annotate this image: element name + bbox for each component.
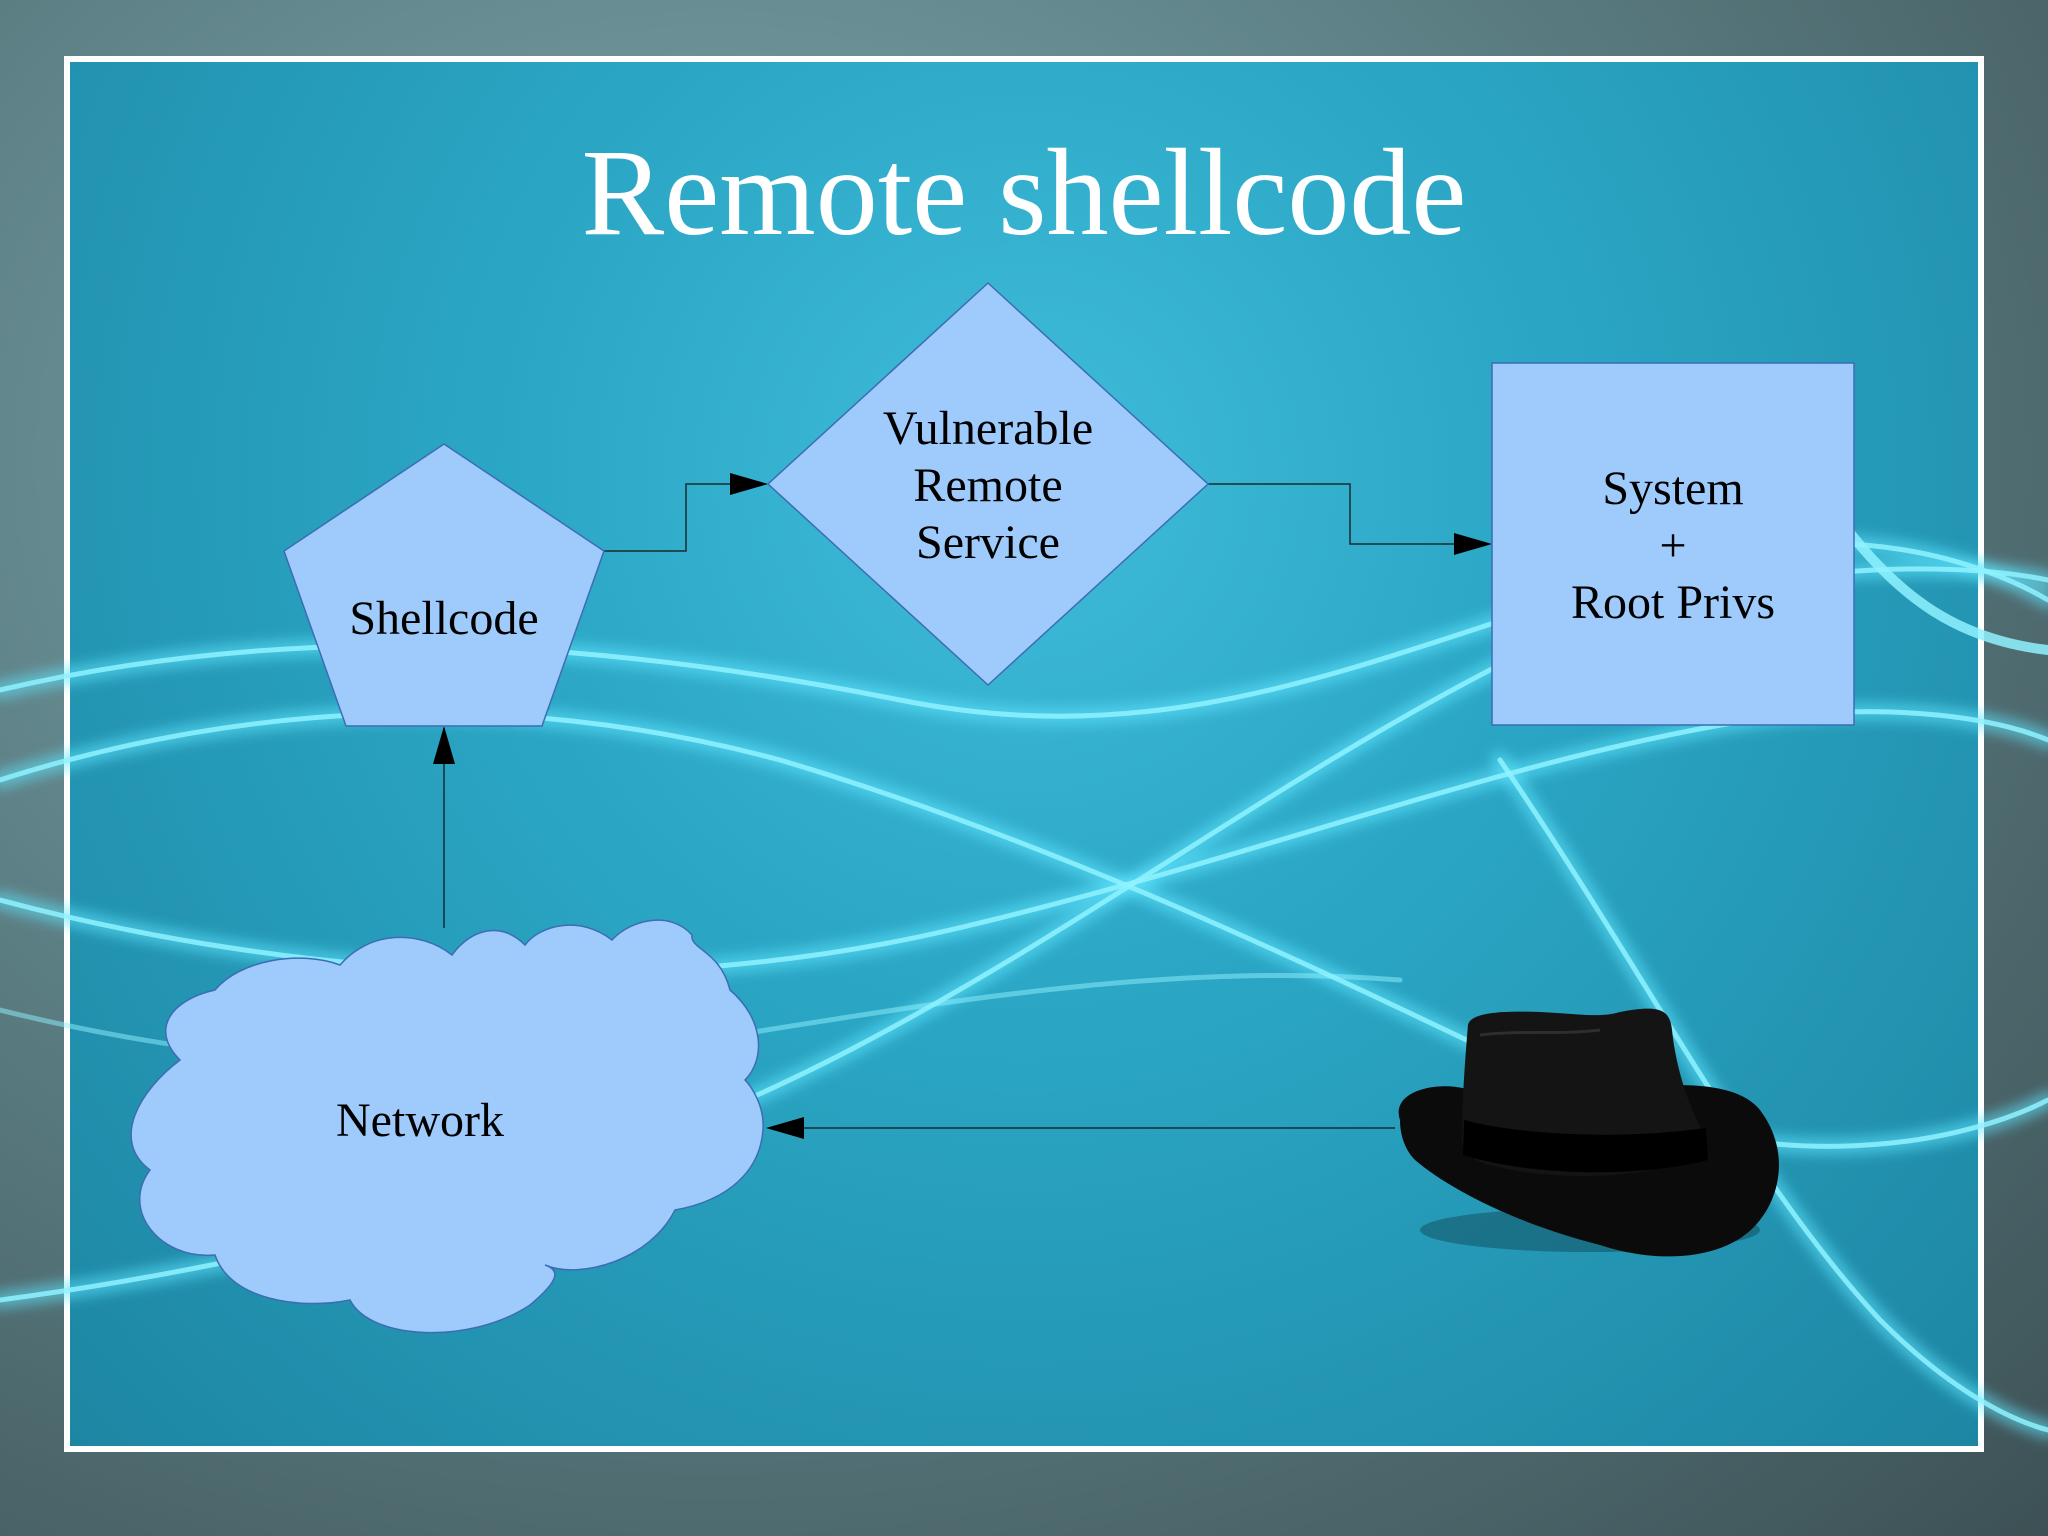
- shellcode-pentagon: [283, 443, 605, 727]
- network-label: Network: [336, 1094, 504, 1147]
- network-cloud: [130, 919, 764, 1334]
- system-label: System + Root Privs: [1492, 460, 1854, 631]
- system-label-line-2: +: [1659, 519, 1687, 572]
- system-label-line-3: Root Privs: [1570, 576, 1776, 629]
- connector-shellcode-to-service: [604, 473, 768, 552]
- service-label: Vulnerable Remote Service: [838, 400, 1138, 571]
- connector-service-to-system: [1208, 483, 1492, 555]
- system-label-line-1: System: [1602, 462, 1744, 515]
- system-rectangle: [1491, 362, 1855, 726]
- black-fedora-hat-icon: [1398, 1008, 1779, 1257]
- service-label-line-3: Service: [916, 516, 1060, 569]
- shellcode-label: Shellcode: [349, 592, 539, 645]
- service-label-line-1: Vulnerable: [882, 402, 1094, 455]
- service-diamond: [766, 281, 1210, 687]
- service-label-line-2: Remote: [913, 459, 1063, 512]
- slide-title: Remote shellcode: [581, 124, 1467, 261]
